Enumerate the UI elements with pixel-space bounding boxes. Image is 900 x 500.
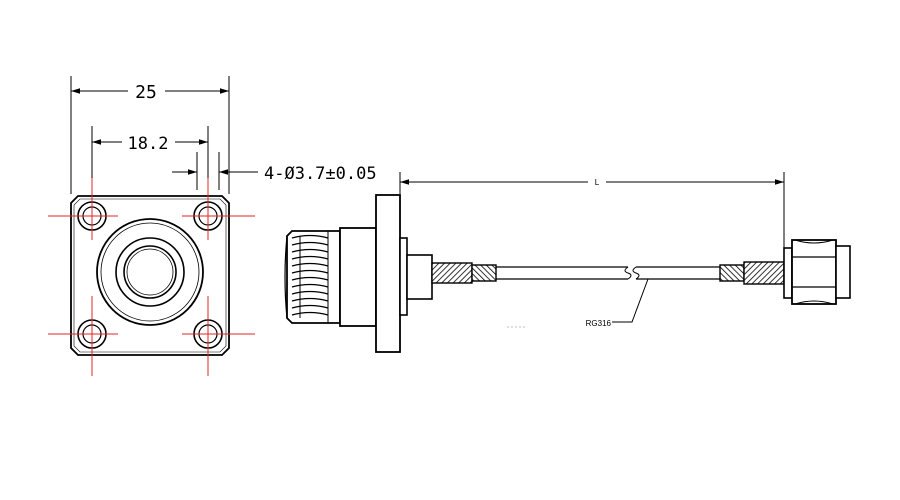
dimension-overall-width	[70, 76, 230, 194]
threaded-body	[284, 227, 377, 327]
dimension-length-label: L	[595, 178, 600, 187]
connector-face	[96, 218, 204, 326]
dimension-hole-spacing	[91, 126, 209, 178]
dimension-overall-width-label: 25	[135, 82, 157, 103]
centerlines	[48, 178, 255, 376]
ferrule-left	[471, 264, 497, 282]
flange-plate	[70, 195, 230, 356]
front-view	[70, 195, 230, 356]
crimp-sleeve-left	[431, 262, 473, 284]
dimension-hole-diameter-label: 4-Ø3.7±0.05	[264, 164, 377, 184]
rear-body	[406, 254, 433, 300]
dimension-hole-spacing-label: 18.2	[128, 134, 169, 154]
side-view	[284, 194, 851, 353]
dimension-length	[399, 172, 785, 262]
flange-side	[375, 194, 401, 353]
dimension-hole-diameter	[172, 152, 258, 190]
cable	[496, 266, 720, 280]
rear-nut	[399, 237, 408, 316]
crimp-sleeve-right	[743, 261, 785, 285]
cable-callout-label: RG316	[586, 319, 612, 328]
coupling-nut	[783, 239, 851, 305]
ferrule-right	[719, 264, 745, 282]
cable-callout	[612, 278, 649, 323]
